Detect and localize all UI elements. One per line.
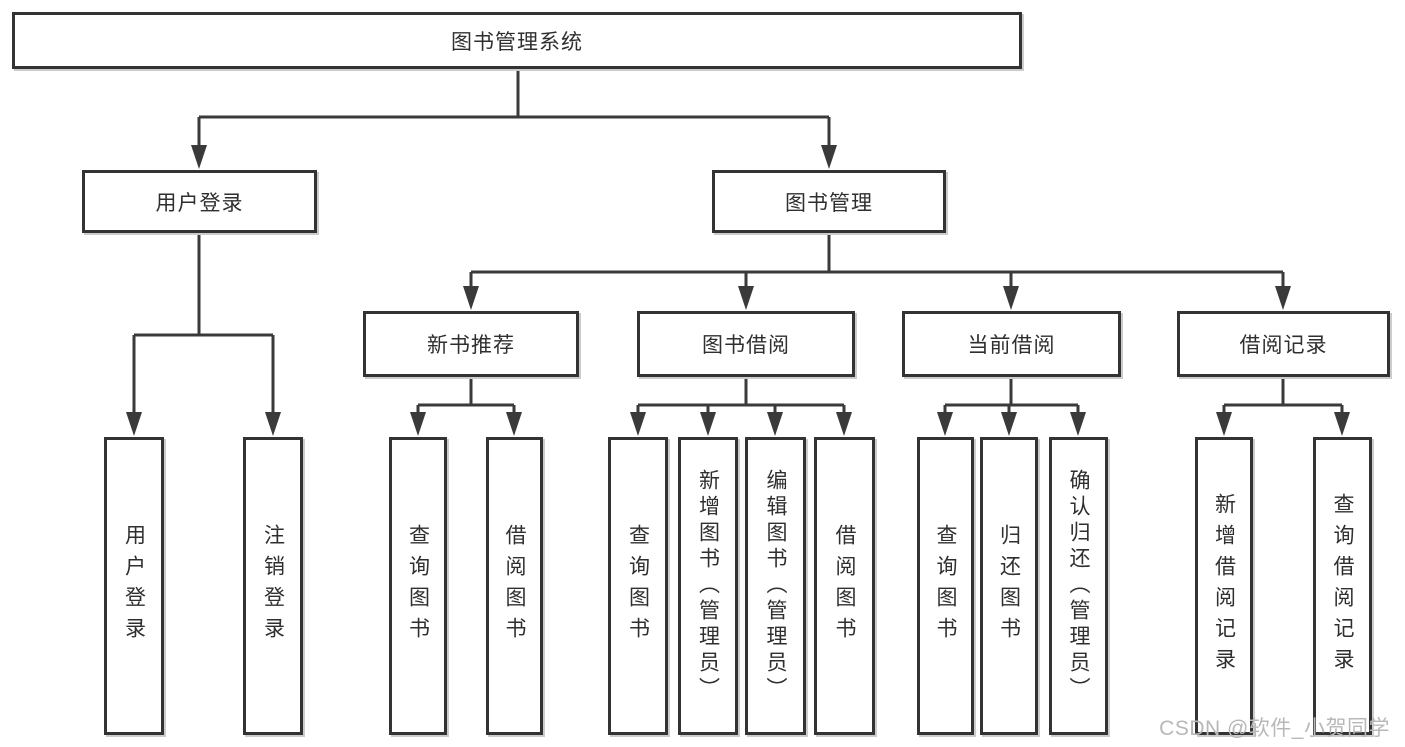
node-new-book-recommend: 新书推荐 xyxy=(363,311,579,377)
node-book-borrowing: 图书借阅 xyxy=(637,311,855,377)
node-leaf-cb-confirm-return: 确认归还（管理员） xyxy=(1049,437,1108,735)
node-leaf-br-add-record: 新增借阅记录 xyxy=(1195,437,1253,735)
node-book-management: 图书管理 xyxy=(712,170,946,233)
leaf-nbr-borrow-books-label: 借阅图书 xyxy=(503,524,527,648)
node-leaf-br-query-record: 查询借阅记录 xyxy=(1313,437,1372,735)
leaf-nbr-query-books-label: 查询图书 xyxy=(406,524,430,648)
leaf-bb-query-books-label: 查询图书 xyxy=(626,524,650,648)
leaf-bb-add-books-label: 新增图书（管理员） xyxy=(696,469,720,703)
leaf-br-add-record-label: 新增借阅记录 xyxy=(1212,493,1236,679)
node-leaf-user-login: 用户登录 xyxy=(104,437,164,735)
node-leaf-nbr-query-books: 查询图书 xyxy=(389,437,447,735)
leaf-user-login-label: 用户登录 xyxy=(122,524,146,648)
node-leaf-bb-query-books: 查询图书 xyxy=(608,437,668,735)
node-book-management-label: 图书管理 xyxy=(785,191,873,215)
arrowheads xyxy=(126,145,1350,436)
node-borrowing-records: 借阅记录 xyxy=(1177,311,1390,377)
node-user-login: 用户登录 xyxy=(82,170,317,233)
leaf-cb-query-books-label: 查询图书 xyxy=(934,524,958,648)
node-root: 图书管理系统 xyxy=(12,12,1022,69)
node-leaf-logout: 注销登录 xyxy=(243,437,303,735)
leaf-logout-label: 注销登录 xyxy=(261,524,285,648)
leaf-bb-borrow-books-label: 借阅图书 xyxy=(833,524,857,648)
node-current-borrowing-label: 当前借阅 xyxy=(967,334,1056,357)
node-leaf-bb-edit-books: 编辑图书（管理员） xyxy=(745,437,806,735)
node-new-book-recommend-label: 新书推荐 xyxy=(427,334,515,357)
node-leaf-cb-query-books: 查询图书 xyxy=(917,437,974,735)
leaf-cb-return-books-label: 归还图书 xyxy=(997,524,1021,648)
node-leaf-nbr-borrow-books: 借阅图书 xyxy=(486,437,543,735)
node-root-label: 图书管理系统 xyxy=(451,30,583,54)
watermark: CSDN @软件_小贺同学 xyxy=(1159,717,1390,740)
leaf-cb-confirm-return-label: 确认归还（管理员） xyxy=(1067,469,1091,703)
node-book-borrowing-label: 图书借阅 xyxy=(702,334,790,357)
leaf-br-query-record-label: 查询借阅记录 xyxy=(1331,493,1355,679)
node-borrowing-records-label: 借阅记录 xyxy=(1239,334,1328,357)
node-leaf-bb-borrow-books: 借阅图书 xyxy=(814,437,875,735)
node-leaf-bb-add-books: 新增图书（管理员） xyxy=(678,437,738,735)
node-user-login-label: 用户登录 xyxy=(155,191,244,215)
node-leaf-cb-return-books: 归还图书 xyxy=(980,437,1038,735)
leaf-bb-edit-books-label: 编辑图书（管理员） xyxy=(764,469,788,703)
node-current-borrowing: 当前借阅 xyxy=(902,311,1121,377)
